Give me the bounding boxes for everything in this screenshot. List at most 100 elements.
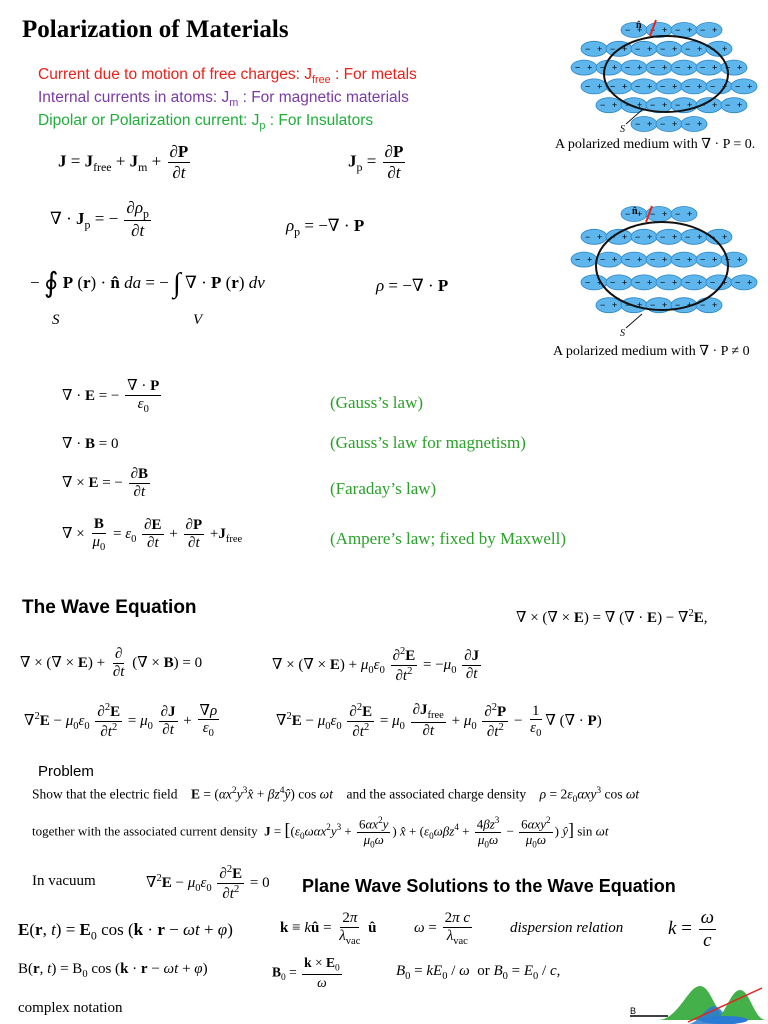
negative-charge-glyph: − xyxy=(675,25,680,35)
positive-charge-glyph: + xyxy=(697,81,702,91)
law-gauss: (Gauss’s law) xyxy=(330,393,424,412)
negative-charge-glyph: − xyxy=(675,100,680,110)
negative-charge-glyph: − xyxy=(685,232,690,242)
negative-charge-glyph: − xyxy=(625,209,630,219)
negative-charge-glyph: − xyxy=(625,63,630,73)
positive-charge-glyph: + xyxy=(687,100,692,110)
current-polarization-line: Dipolar or Polarization current: Jp : Fo… xyxy=(38,112,374,133)
positive-charge-glyph: + xyxy=(597,44,602,54)
dipole-ellipse xyxy=(680,116,708,132)
positive-charge-glyph: + xyxy=(747,81,752,91)
positive-charge-glyph: + xyxy=(662,300,667,310)
dipole-ellipse xyxy=(730,78,758,95)
positive-charge-glyph: + xyxy=(747,277,752,287)
equation-plane-wave-e: E(r, t) = E0 cos (k · r − ωt + φ) xyxy=(18,920,233,943)
negative-charge-glyph: − xyxy=(685,44,690,54)
positive-charge-glyph: + xyxy=(722,44,727,54)
dipole-ellipse xyxy=(720,97,748,114)
positive-charge-glyph: + xyxy=(712,100,717,110)
positive-charge-glyph: + xyxy=(647,81,652,91)
positive-charge-glyph: + xyxy=(687,63,692,73)
label-surface-s: S xyxy=(52,312,60,328)
negative-charge-glyph: − xyxy=(675,300,680,310)
positive-charge-glyph: + xyxy=(712,25,717,35)
negative-charge-glyph: − xyxy=(635,232,640,242)
positive-charge-glyph: + xyxy=(672,119,677,129)
equation-charge-density: ρ = −∇ · P xyxy=(376,276,449,295)
wave-equation-heading: The Wave Equation xyxy=(22,597,197,618)
positive-charge-glyph: + xyxy=(662,209,667,219)
law-faraday: (Faraday’s law) xyxy=(330,479,437,498)
positive-charge-glyph: + xyxy=(597,232,602,242)
positive-charge-glyph: + xyxy=(637,25,642,35)
positive-charge-glyph: + xyxy=(662,255,667,265)
figure-caption-2: A polarized medium with ∇ · P ≠ 0 xyxy=(553,344,750,359)
figure-caption-1: A polarized medium with ∇ · P = 0. xyxy=(555,137,756,152)
surface-label: S xyxy=(620,328,625,338)
equation-vacuum-wave: ∇2E − μ0ε0 ∂2E∂t2 = 0 xyxy=(146,864,270,902)
equation-gauss-magnetism: ∇ · B = 0 xyxy=(62,436,119,452)
negative-charge-glyph: − xyxy=(660,44,665,54)
positive-charge-glyph: + xyxy=(622,232,627,242)
positive-charge-glyph: + xyxy=(712,255,717,265)
negative-charge-glyph: − xyxy=(650,300,655,310)
law-gauss-magnetism: (Gauss’s law for magnetism) xyxy=(330,433,526,452)
positive-charge-glyph: + xyxy=(647,119,652,129)
negative-charge-glyph: − xyxy=(660,119,665,129)
positive-charge-glyph: + xyxy=(662,25,667,35)
negative-charge-glyph: − xyxy=(660,277,665,287)
equation-polarization-current: Jp = ∂P∂t xyxy=(348,142,406,182)
polarized-medium-figure-2: −+−+−+−+−+−+−+−+−+−+−+−+−+−+−+−+−+−+−+−+… xyxy=(570,205,758,338)
equation-b0-magnitude: B0 = kE0 / ω or B0 = E0 / c, xyxy=(396,963,561,982)
negative-charge-glyph: − xyxy=(635,119,640,129)
positive-charge-glyph: + xyxy=(697,232,702,242)
negative-charge-glyph: − xyxy=(575,255,580,265)
positive-charge-glyph: + xyxy=(737,100,742,110)
equation-wave-1: ∇ × (∇ × E) + ∂∂t (∇ × B) = 0 xyxy=(20,646,203,680)
problem-heading: Problem xyxy=(38,763,94,780)
negative-charge-glyph: − xyxy=(685,277,690,287)
normal-vector-arrow xyxy=(645,205,653,223)
negative-charge-glyph: − xyxy=(735,81,740,91)
negative-charge-glyph: − xyxy=(600,63,605,73)
negative-charge-glyph: − xyxy=(635,81,640,91)
equation-wave-2: ∇ × (∇ × E) + μ0ε0 ∂2E∂t2 = −μ0 ∂J∂t xyxy=(272,646,482,684)
current-free-line: Current due to motion of free charges: J… xyxy=(38,66,417,87)
equation-curl-identity: ∇ × (∇ × E) = ∇ (∇ · E) − ∇2E, xyxy=(516,608,708,626)
problem-line-2: together with the associated current den… xyxy=(32,815,609,850)
equation-wave-4: ∇2E − μ0ε0 ∂2E∂t2 = μ0 ∂Jfree∂t + μ0 ∂2P… xyxy=(276,702,602,740)
positive-charge-glyph: + xyxy=(687,255,692,265)
positive-charge-glyph: + xyxy=(597,81,602,91)
surface-pointer xyxy=(625,313,643,329)
equation-total-current: J = Jfree + Jm + ∂P∂t xyxy=(58,142,191,182)
positive-charge-glyph: + xyxy=(612,63,617,73)
negative-charge-glyph: − xyxy=(610,44,615,54)
negative-charge-glyph: − xyxy=(635,277,640,287)
negative-charge-glyph: − xyxy=(675,209,680,219)
negative-charge-glyph: − xyxy=(575,63,580,73)
positive-charge-glyph: + xyxy=(697,277,702,287)
problem-line-1: Show that the electric field E = (αx2y3x… xyxy=(32,786,640,806)
negative-charge-glyph: − xyxy=(725,100,730,110)
negative-charge-glyph: − xyxy=(610,277,615,287)
gaussian-surface xyxy=(595,221,729,311)
positive-charge-glyph: + xyxy=(662,63,667,73)
negative-charge-glyph: − xyxy=(735,277,740,287)
equation-surface-integral: − ∮ P (r) · n̂ da = − ∫ ∇ · P (r) dv xyxy=(30,268,265,299)
surface-pointer xyxy=(625,109,643,125)
positive-charge-glyph: + xyxy=(647,232,652,242)
negative-charge-glyph: − xyxy=(700,255,705,265)
equation-bound-charge: ρp = −∇ · P xyxy=(286,216,365,239)
positive-charge-glyph: + xyxy=(622,44,627,54)
negative-charge-glyph: − xyxy=(610,81,615,91)
negative-charge-glyph: − xyxy=(700,300,705,310)
positive-charge-glyph: + xyxy=(622,81,627,91)
negative-charge-glyph: − xyxy=(660,232,665,242)
equation-continuity: ∇ · Jp = − ∂ρp∂t xyxy=(50,198,151,241)
current-internal-line: Internal currents in atoms: Jm : For mag… xyxy=(38,89,409,110)
normal-label: n̂ xyxy=(632,206,638,217)
polarized-medium-figure-1: −+−+−+−+−+−+−+−+−+−+−+−+−+−+−+−+−+−+−+−+… xyxy=(570,19,758,134)
